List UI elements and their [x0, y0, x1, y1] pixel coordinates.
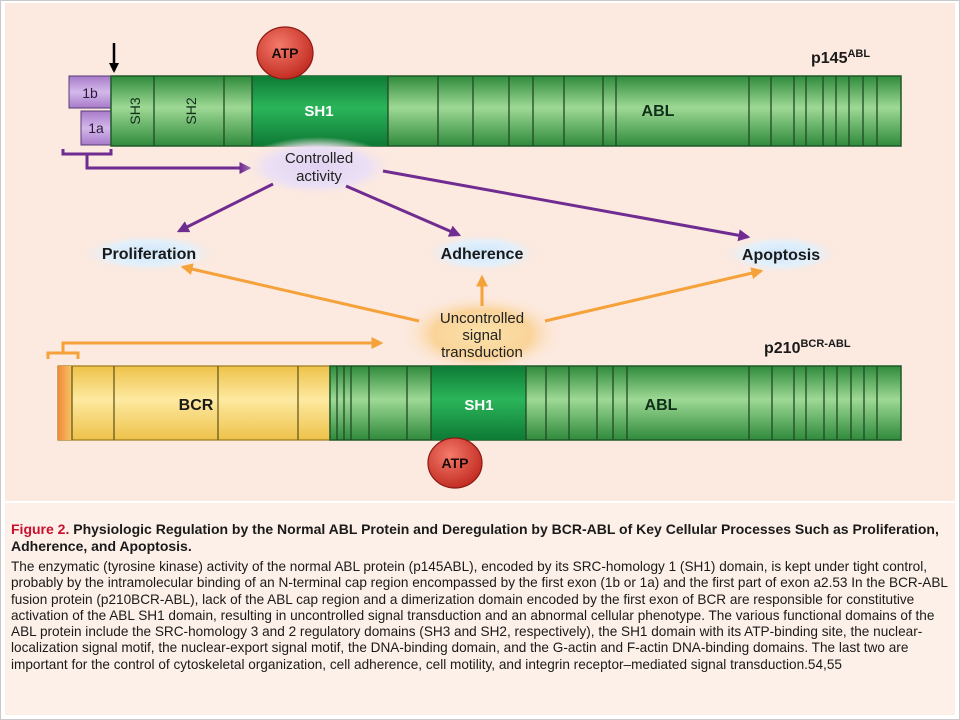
controlled-activity-arrows: [176, 169, 751, 242]
figure-label: Figure 2.: [11, 521, 70, 537]
bcr-bracket: [46, 343, 381, 359]
apoptosis-label: Apoptosis: [742, 247, 820, 264]
bcr-abl-sh1-label: SH1: [464, 397, 493, 414]
uncontrolled-arrows: [180, 263, 764, 323]
exon-1b-segment: [68, 75, 112, 109]
bcr-abl-abl-label: ABL: [645, 397, 678, 414]
p210-bcr-abl-protein: BCR SH1 ABL: [57, 338, 902, 489]
bcr-dividers: [71, 366, 299, 440]
uncontrolled-node: Uncontrolled signal transduction: [400, 294, 564, 374]
sh1-domain: [252, 76, 388, 146]
p145-abl-protein: 1b 1a: [68, 26, 902, 147]
caption-title-text: Physiologic Regulation by the Normal ABL…: [11, 521, 939, 554]
figure-diagram: 1b 1a: [5, 3, 955, 501]
adherence-node: Adherence: [422, 233, 542, 273]
bcr-abl-sh1-domain: [431, 366, 526, 440]
controlled-activity-line1: Controlled: [285, 150, 353, 167]
abl-exon-dividers: [153, 76, 878, 146]
bcr-abl-dividers: [336, 366, 878, 440]
exon-1a-label: 1a: [88, 120, 104, 136]
exon-1b-label: 1b: [82, 85, 98, 101]
cap-bracket-top: [61, 149, 249, 168]
caption-title: Figure 2. Physiologic Regulation by the …: [11, 521, 946, 555]
p145-label: p145ABL: [811, 48, 870, 67]
uncontrolled-line2: signal: [462, 327, 501, 344]
sh2-label: SH2: [183, 97, 199, 124]
apoptosis-node: Apoptosis: [721, 234, 841, 274]
controlled-activity-line2: activity: [296, 168, 342, 185]
caption-body: The enzymatic (tyrosine kinase) activity…: [11, 559, 948, 672]
uncontrolled-line3: transduction: [441, 344, 523, 361]
atp-top-label: ATP: [272, 45, 299, 61]
bcr-abl-green-bar: [329, 365, 902, 441]
atp-bottom-label: ATP: [442, 455, 469, 471]
adherence-label: Adherence: [441, 246, 524, 263]
sh3-label: SH3: [127, 97, 143, 124]
figure-caption: Figure 2. Physiologic Regulation by the …: [5, 503, 955, 715]
abl-label: ABL: [642, 103, 675, 120]
uncontrolled-line1: Uncontrolled: [440, 310, 524, 327]
proliferation-node: Proliferation: [77, 233, 221, 273]
sh1-label: SH1: [304, 103, 333, 120]
bcr-label: BCR: [179, 397, 214, 414]
bcr-dimerization-edge: [58, 366, 72, 440]
bcr-segment: [57, 365, 331, 441]
proliferation-label: Proliferation: [102, 246, 196, 263]
atp-top: ATP: [256, 26, 314, 80]
controlled-activity-node: Controlled activity: [240, 137, 396, 197]
atp-bottom: ATP: [427, 437, 483, 489]
p210-label: p210BCR-ABL: [764, 338, 851, 357]
abl-bar: [110, 75, 902, 147]
